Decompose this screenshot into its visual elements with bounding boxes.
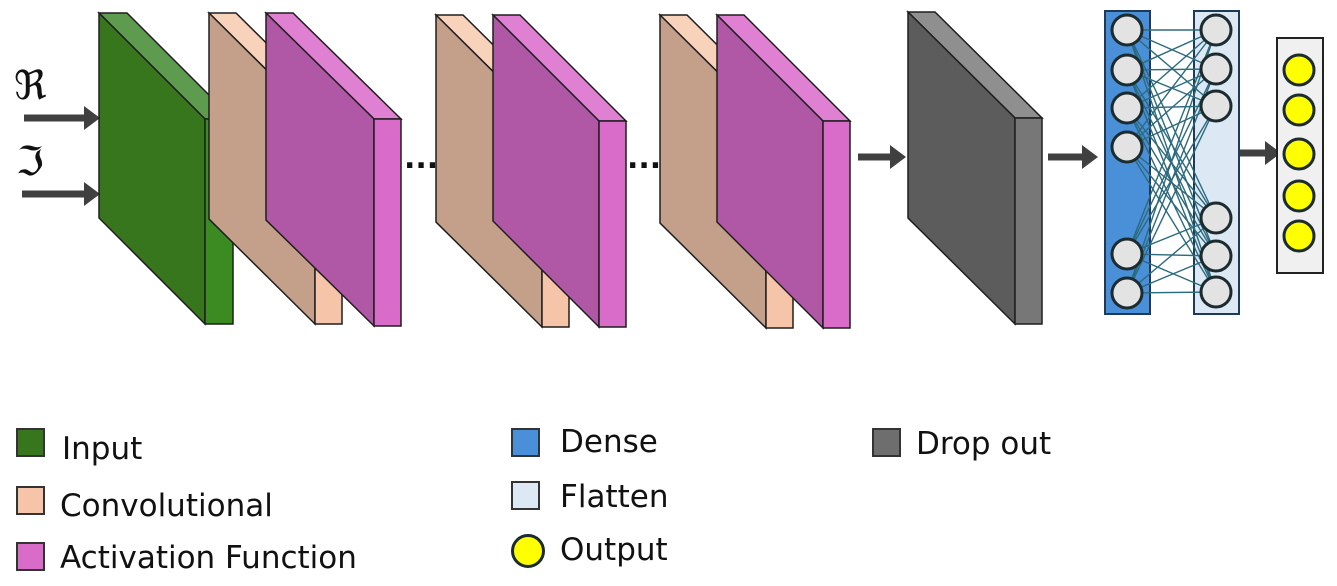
arrow-to-output [1236,141,1281,165]
connection-line [1126,146,1217,257]
legend-swatch-convolutional [16,486,45,515]
legend-label-activation: Activation Function [60,540,357,576]
legend-swatch-dense [511,428,540,457]
legend-label-output: Output [560,532,668,568]
connection-line [1126,68,1217,148]
dense-node [1110,53,1144,87]
layer-slabs [97,10,1044,330]
flatten-node [1199,275,1233,309]
activation-layer-1-front [373,118,402,327]
legend-output-node-icon [511,534,545,568]
legend-swatch-dropout [872,428,901,457]
legend-label-input: Input [62,431,143,467]
real-part-symbol: ℜ [14,63,47,109]
arrow-real-input [24,106,100,130]
connection-line [1126,29,1217,148]
dense-node [1110,237,1144,271]
arrow-to-dropout [858,145,906,169]
arrows-layer [22,106,1281,206]
output-node [1282,137,1316,171]
connection-line [1126,29,1217,219]
arrow-imag-input-head [84,182,100,206]
dropout-layer [906,10,1044,326]
arrow-real-input-head [84,106,100,130]
legend-swatch-activation [16,542,45,571]
legend-label-dropout: Drop out [916,426,1052,462]
arrow-to-dropout-head [890,145,906,169]
connection-line [1126,146,1217,293]
dense-node [1110,276,1144,310]
flatten-node [1199,13,1233,47]
output-node [1282,53,1316,87]
flatten-node [1199,89,1233,123]
flatten-node [1199,201,1233,235]
flatten-node [1199,239,1233,273]
activation-layer-2-front [598,120,627,328]
dense-flatten-output-network [1104,10,1324,315]
connection-line [1126,29,1217,109]
ellipsis-layer: ... ... [404,141,661,176]
imaginary-part-symbol: ℑ [16,139,44,185]
dense-node [1110,91,1144,125]
legend-label-dense: Dense [560,424,658,460]
ellipsis-1: ... [404,141,438,176]
legend-label-convolutional: Convolutional [60,488,273,524]
activation-layer-3 [715,13,852,330]
activation-layer-3-front [822,120,851,329]
ellipsis-2: ... [627,141,661,176]
dense-node [1110,13,1144,47]
legend-swatch-input [16,428,45,457]
flatten-node [1199,52,1233,86]
dense-node [1110,130,1144,164]
connection-line [1126,29,1217,107]
output-node [1282,93,1316,127]
connection-line [1126,217,1217,294]
dropout-layer-front [1014,117,1043,325]
legend-swatch-flatten [511,481,540,510]
output-node [1282,219,1316,253]
arrow-to-output-head [1265,141,1281,165]
output-node [1282,179,1316,213]
arrow-to-dense [1048,145,1098,169]
activation-layer-1 [264,11,403,328]
legend-label-flatten: Flatten [560,479,669,515]
connection-line [1126,105,1217,294]
activation-layer-2 [491,13,628,329]
arrow-to-dense-head [1082,145,1098,169]
arrow-imag-input [22,182,100,206]
